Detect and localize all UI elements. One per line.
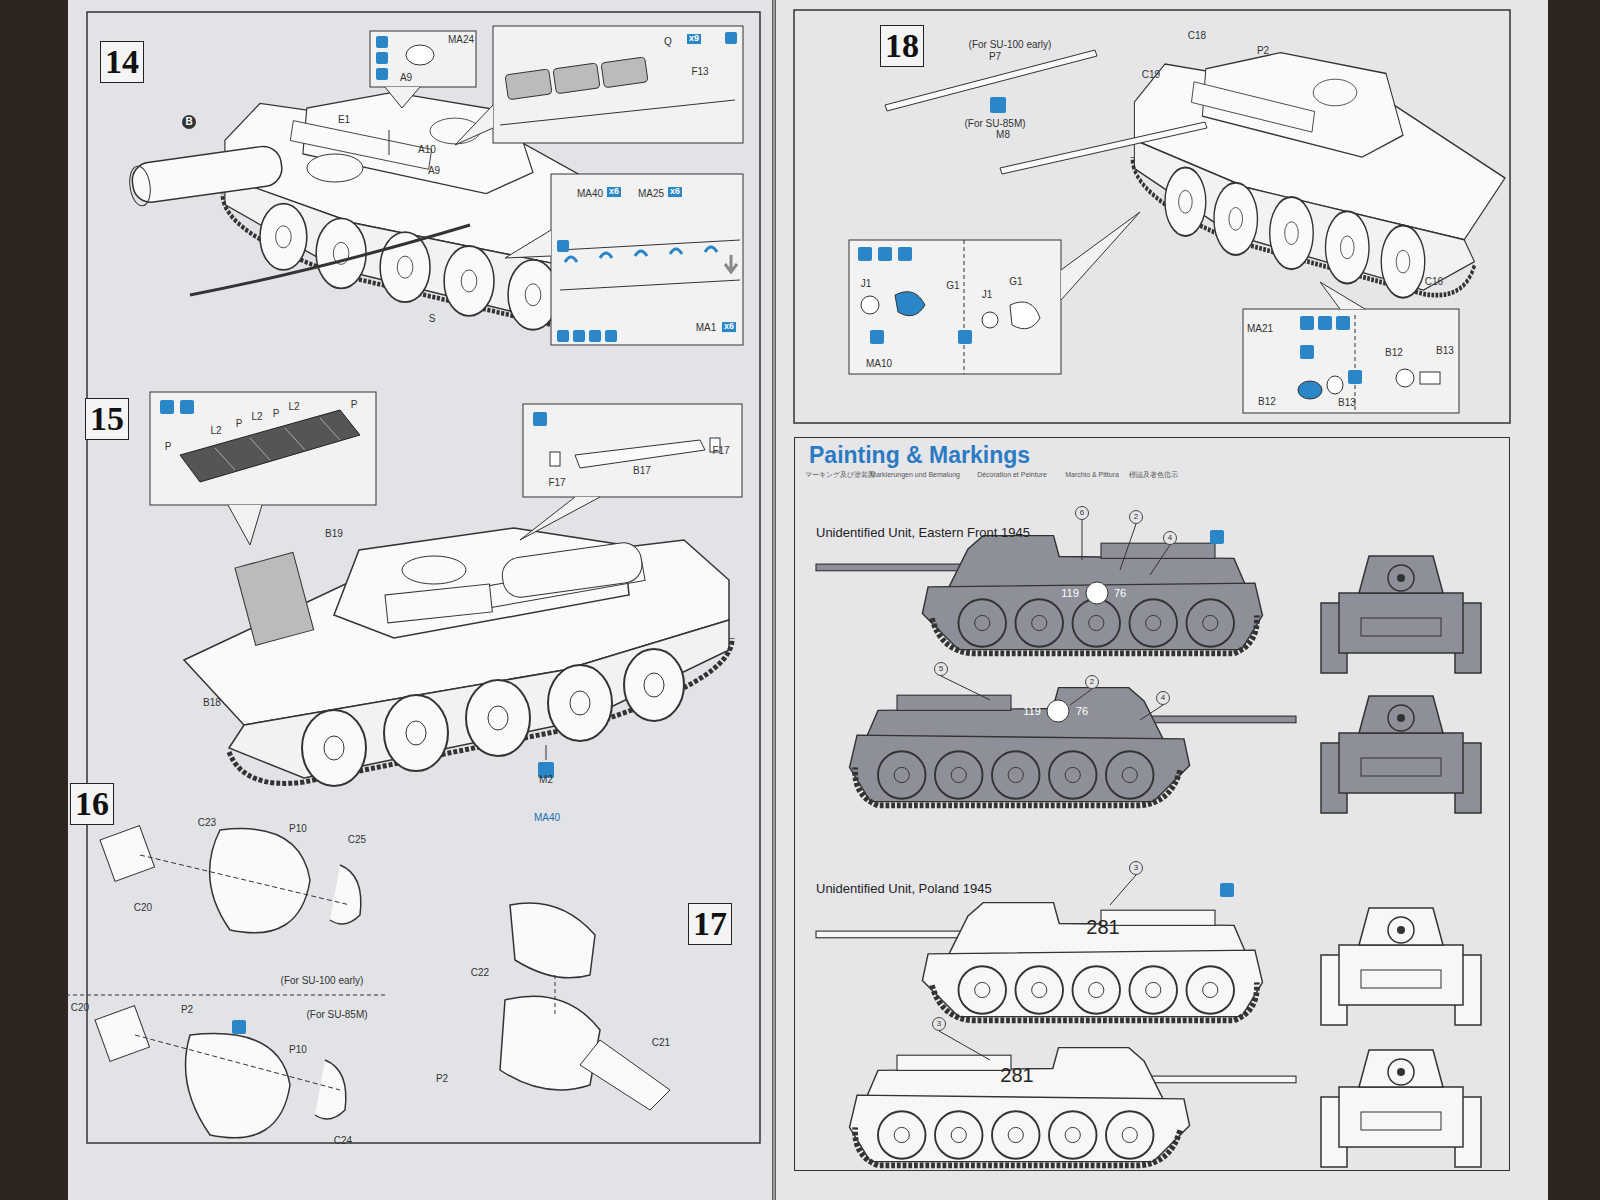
marking-text: 76: [1114, 587, 1126, 599]
part-number: P7: [989, 51, 1001, 62]
part-number: C16: [1425, 276, 1443, 287]
part-number: C24: [334, 1135, 352, 1146]
part-number: (For SU-100 early): [969, 39, 1052, 50]
part-number: B13: [1436, 345, 1454, 356]
part-number: C23: [198, 817, 216, 828]
part-number: C21: [652, 1037, 670, 1048]
part-number: (For SU-85M): [964, 118, 1025, 129]
step-label: 15: [90, 400, 124, 438]
part-number: C20: [134, 902, 152, 913]
part-number: L2: [251, 411, 262, 422]
part-number: B19: [325, 528, 343, 539]
scheme-heading: Unidentified Unit, Eastern Front 1945: [816, 526, 1030, 540]
part-number: C18: [1188, 30, 1206, 41]
language-heading: Décoration et Peinture: [977, 471, 1047, 479]
part-number: C25: [348, 834, 366, 845]
part-number: A9: [428, 165, 440, 176]
callout-number: 5: [934, 662, 948, 676]
part-number: S: [429, 313, 436, 324]
part-number: P: [351, 399, 358, 410]
part-number: (For SU-100 early): [281, 975, 364, 986]
quantity-badge: x6: [607, 187, 621, 197]
part-number: C20: [71, 1002, 89, 1013]
part-tree-letter: B: [182, 115, 196, 129]
language-heading: マーキング及び塗装図: [805, 471, 875, 479]
part-number: MA25: [638, 188, 664, 199]
part-number: P2: [1257, 45, 1269, 56]
part-number: MA10: [866, 358, 892, 369]
part-number: P: [165, 441, 172, 452]
part-number: E1: [338, 114, 350, 125]
markings-panel: Painting & Markings: [794, 437, 1510, 1171]
part-number: L2: [288, 401, 299, 412]
part-number: F17: [548, 477, 565, 488]
marking-text: 281: [1086, 916, 1119, 938]
part-number: P: [273, 408, 280, 419]
part-number: J1: [861, 278, 872, 289]
marking-text: 119: [1023, 705, 1041, 717]
step-label: 18: [885, 27, 919, 65]
part-number: C19: [1142, 69, 1160, 80]
language-heading: Marchio & Pittura: [1065, 471, 1119, 479]
part-number: B13: [1338, 397, 1356, 408]
part-number: A10: [418, 144, 436, 155]
part-number: M2: [539, 774, 553, 785]
part-number: MA40: [577, 188, 603, 199]
step-label: 17: [693, 905, 727, 943]
marking-text: 76: [1076, 705, 1088, 717]
part-number: G1: [1009, 276, 1022, 287]
callout-number: 2: [1129, 510, 1143, 524]
part-number: B18: [203, 697, 221, 708]
step-number: 15: [85, 398, 129, 440]
part-number: (For SU-85M): [306, 1009, 367, 1020]
step-number: 18: [880, 25, 924, 67]
part-number: Q: [664, 36, 672, 47]
language-heading: Markierungen und Bemalung: [870, 471, 960, 479]
quantity-badge: x6: [668, 187, 682, 197]
part-number: P2: [436, 1073, 448, 1084]
part-number: J1: [982, 289, 993, 300]
step-label: 16: [75, 785, 109, 823]
part-number: G1: [946, 280, 959, 291]
part-number: P10: [289, 823, 307, 834]
step-number: 17: [688, 903, 732, 945]
callout-number: 4: [1163, 531, 1177, 545]
part-number: MA21: [1247, 323, 1273, 334]
step-label: 14: [105, 43, 139, 81]
marking-text: 119: [1061, 587, 1079, 599]
callout-number: 3: [1129, 861, 1143, 875]
part-number: M8: [996, 129, 1010, 140]
part-number: F13: [691, 66, 708, 77]
part-number: B17: [633, 465, 651, 476]
language-heading: 標誌及著色指示: [1129, 471, 1178, 479]
part-number: P10: [289, 1044, 307, 1055]
part-number: MA24: [448, 34, 474, 45]
part-number: P: [236, 418, 243, 429]
section-title: Painting & Markings: [809, 442, 1030, 469]
scheme-heading: Unidentified Unit, Poland 1945: [816, 882, 992, 896]
quantity-badge: x9: [687, 34, 701, 44]
part-number: F17: [712, 445, 729, 456]
step-number: 14: [100, 41, 144, 83]
part-number: B12: [1258, 396, 1276, 407]
callout-number: 6: [1075, 506, 1089, 520]
part-number: MA40: [534, 812, 560, 823]
part-number: L2: [210, 425, 221, 436]
part-number: C22: [471, 967, 489, 978]
part-number: MA1: [696, 322, 717, 333]
marking-text: 281: [1000, 1064, 1033, 1086]
callout-number: 3: [932, 1017, 946, 1031]
callout-number: 4: [1156, 691, 1170, 705]
quantity-badge: x6: [722, 322, 736, 332]
step-number: 16: [70, 783, 114, 825]
callout-number: 2: [1085, 675, 1099, 689]
part-number: P2: [181, 1004, 193, 1015]
part-number: A9: [400, 72, 412, 83]
part-number: B12: [1385, 347, 1403, 358]
